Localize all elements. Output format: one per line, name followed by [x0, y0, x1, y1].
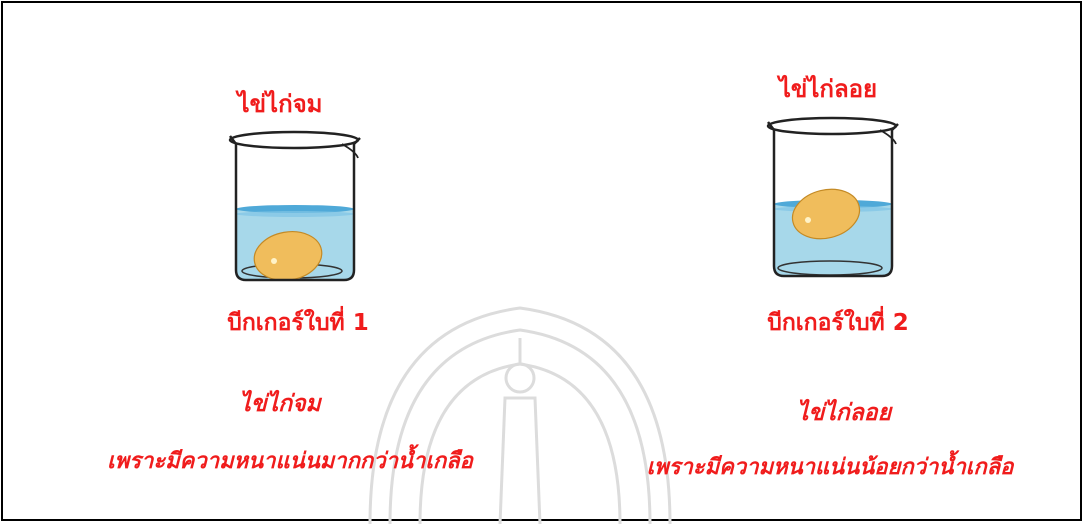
beaker1-explain-title: ไข่ไก่จม	[239, 391, 321, 417]
egg-icon	[791, 188, 861, 240]
beaker1-caption: บีกเกอร์ใบที่ 1	[227, 310, 369, 336]
watermark-emblem-icon	[368, 306, 672, 524]
beaker2-explain-text: เพราะมีความหนาแน่นน้อยกว่าน้ำเกลือ	[646, 455, 1014, 480]
beaker-icon	[228, 130, 361, 282]
beaker1-explain-text: เพราะมีความหนาแน่นมากกว่าน้ำเกลือ	[107, 449, 473, 474]
beaker1-title: ไข่ไก่จม	[237, 90, 323, 118]
beaker2-caption: บีกเกอร์ใบที่ 2	[767, 310, 909, 336]
beaker2-title: ไข่ไก่ลอย	[778, 75, 878, 103]
beaker2-explain-title: ไข่ไก่ลอย	[796, 400, 892, 426]
beaker-icon	[766, 116, 899, 278]
